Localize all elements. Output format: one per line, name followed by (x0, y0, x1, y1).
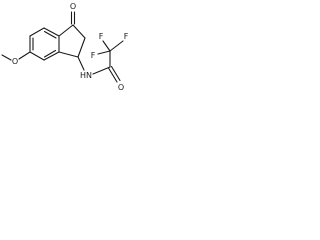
amide-nitrogen-label: HN (80, 71, 92, 80)
bond-benzene-double-2 (43, 49, 57, 58)
fluorine-top-left-label: F (99, 32, 104, 41)
bond-c1-c2 (72, 24, 86, 39)
bond-c3-nitrogen (77, 56, 85, 71)
bond-benzene-3 (43, 51, 60, 61)
bond-c2-c3 (77, 37, 86, 58)
amide-oxygen-label: O (118, 83, 124, 92)
bond-cf3-fluorine-top-right (109, 40, 124, 52)
ketone-oxygen-label: O (70, 2, 76, 11)
fluorine-top-right-label: F (124, 32, 129, 41)
bond-benzene-6 (29, 27, 45, 37)
bond-cf3-fluorine-left (97, 50, 111, 55)
bond-benzene-1 (43, 27, 60, 37)
bond-methoxy-methyl (1, 54, 12, 61)
bond-c7a-c1 (58, 24, 74, 37)
chemical-structure-diagram: O O HN O F F F (1, 2, 129, 92)
bond-nitrogen-carbonyl (92, 66, 111, 75)
bond-cf3-fluorine-top-left (102, 40, 111, 52)
bond-benzene-double-1 (43, 30, 57, 39)
bond-c3-c3a (58, 51, 79, 58)
bond-amide-double-b (110, 65, 121, 82)
fluorine-left-label: F (91, 51, 96, 60)
bond-benzene-4 (29, 51, 45, 61)
bond-amide-double-a (107, 67, 118, 83)
methoxy-oxygen-label: O (12, 57, 18, 66)
bond-aryl-methoxy (18, 51, 31, 60)
